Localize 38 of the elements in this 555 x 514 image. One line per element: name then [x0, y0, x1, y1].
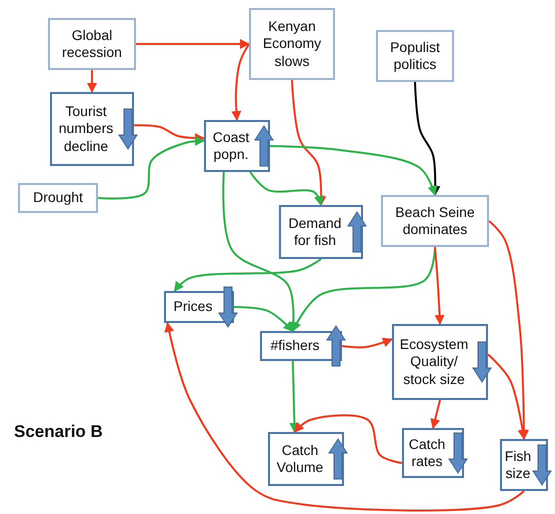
node-label: Demand for fish — [288, 214, 342, 250]
arrow — [434, 246, 445, 325]
arrow — [414, 82, 440, 196]
node-label: Coast popn. — [212, 128, 250, 164]
arrow — [249, 171, 324, 206]
node-label: Prices — [174, 298, 212, 316]
arrow — [87, 70, 97, 93]
process-box — [381, 195, 489, 247]
arrow — [342, 338, 393, 348]
arrow — [98, 136, 205, 200]
arrow — [487, 354, 528, 440]
node-label: Catch rates — [408, 436, 446, 470]
arrow — [231, 43, 250, 121]
arrow — [164, 322, 525, 512]
node-label: Tourist numbers decline — [58, 102, 114, 156]
process-box — [376, 30, 454, 82]
arrow — [294, 414, 402, 464]
node-label: Kenyan Economy slows — [262, 18, 322, 70]
node-label: Catch Volume — [276, 442, 324, 476]
arrow — [430, 400, 441, 429]
arrow — [488, 220, 529, 440]
arrow — [270, 145, 438, 196]
scenario-label: Scenario B — [14, 422, 103, 442]
arrow — [291, 80, 326, 206]
node-label: Fish size — [504, 448, 532, 482]
arrow — [289, 360, 300, 433]
process-box — [48, 18, 136, 70]
node-label: Populist politics — [389, 38, 441, 74]
arrow — [174, 258, 322, 292]
arrow — [136, 39, 250, 49]
node-label: #fishers — [270, 337, 320, 355]
node-label: Ecosystem Quality/ stock size — [398, 336, 470, 388]
node-label: Global recession — [61, 26, 123, 62]
node-label: Drought — [33, 189, 83, 207]
node-label: Beach Seine dominates — [394, 204, 476, 238]
process-box — [249, 8, 335, 80]
arrow — [234, 306, 294, 332]
process-box — [18, 183, 98, 213]
